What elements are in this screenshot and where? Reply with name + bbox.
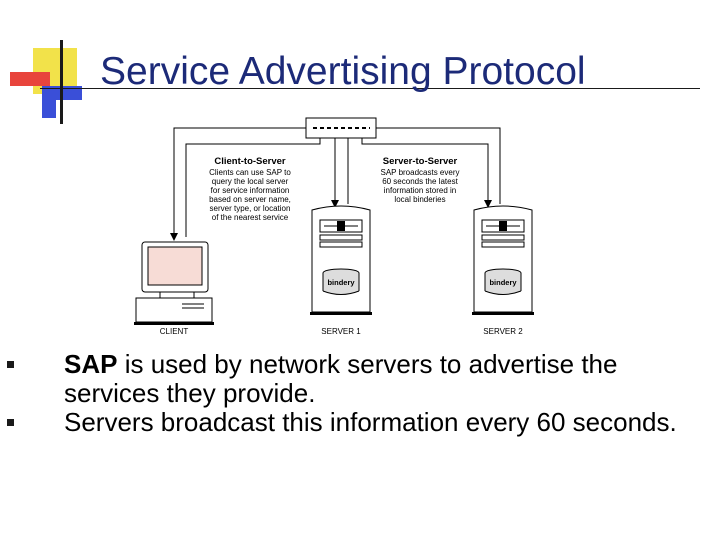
slide-title: Service Advertising Protocol [100, 50, 586, 93]
decor-red-block [10, 72, 50, 86]
client-to-server-heading: Client-to-Server [214, 156, 286, 167]
network-hub [305, 117, 377, 139]
client-to-server-line: based on server name, [209, 195, 291, 204]
server-to-server-line: local binderies [394, 195, 445, 204]
network-lines [170, 127, 501, 241]
bullet-square-icon [7, 361, 14, 368]
client-to-server-line: of the nearest service [212, 213, 289, 222]
decor-horizontal-line [40, 88, 700, 89]
client-to-server-line: query the local server [212, 177, 289, 186]
client-to-server-line: for service information [211, 186, 290, 195]
server-to-server-line: 60 seconds the latest [382, 177, 458, 186]
server-to-server-line: information stored in [384, 186, 456, 195]
server-1-label: SERVER 1 [321, 327, 361, 336]
client-to-server-note: Client-to-Server Clients can use SAP to … [209, 156, 291, 222]
bullet-text: is used by network servers to advertise … [64, 349, 618, 408]
server-2-icon [472, 205, 534, 315]
client-label: CLIENT [160, 327, 189, 336]
server-1-bindery-label: bindery [327, 278, 355, 287]
bullet-strong-text: SAP [64, 349, 118, 379]
bullet-square-icon [7, 419, 14, 426]
server-1-icon [310, 205, 372, 315]
bullet-text: Servers broadcast this information every… [64, 407, 677, 437]
server-2-bindery-label: bindery [489, 278, 517, 287]
client-to-server-line: Clients can use SAP to [209, 168, 291, 177]
decor-blue-square [42, 100, 56, 118]
server-to-server-note: Server-to-Server SAP broadcasts every 60… [380, 156, 459, 204]
bullet-item: Servers broadcast this information every… [7, 407, 702, 437]
decor-vertical-line [60, 40, 63, 124]
client-to-server-line: server type, or location [210, 204, 291, 213]
bullet-list: SAP is used by network servers to advert… [7, 349, 702, 437]
sap-diagram: Client-to-Server Clients can use SAP to … [130, 112, 550, 344]
client-computer-icon [134, 241, 214, 325]
server-to-server-line: SAP broadcasts every [380, 168, 459, 177]
bullet-item: SAP is used by network servers to advert… [7, 349, 702, 408]
server-to-server-heading: Server-to-Server [383, 156, 458, 167]
server-2-label: SERVER 2 [483, 327, 523, 336]
